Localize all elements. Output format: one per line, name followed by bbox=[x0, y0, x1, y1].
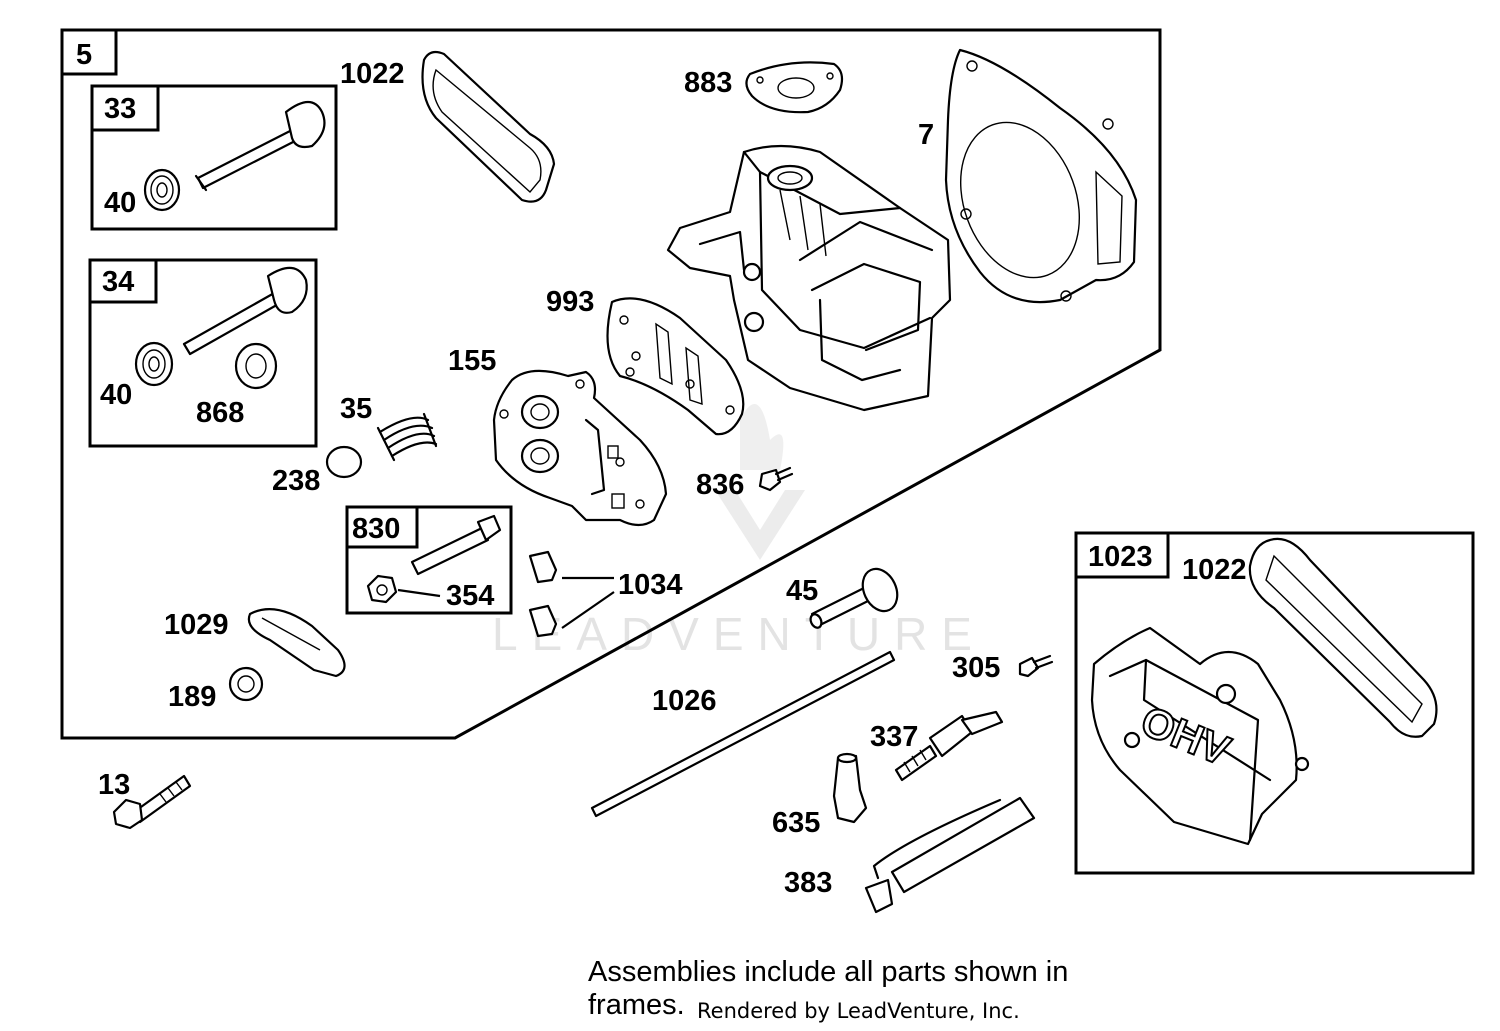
callout-883: 883 bbox=[684, 67, 732, 99]
callout-635: 635 bbox=[772, 807, 820, 839]
spark-plug bbox=[894, 710, 1004, 782]
render-credit: Rendered by LeadVenture, Inc. bbox=[697, 999, 1020, 1023]
callout-1026: 1026 bbox=[652, 685, 717, 717]
rocker-cover: OHV bbox=[1090, 626, 1310, 846]
rocker-nut bbox=[366, 574, 398, 604]
svg-text:830: 830 bbox=[352, 513, 400, 545]
callout-354: 354 bbox=[446, 580, 494, 612]
assembly-note-line2: frames. bbox=[588, 989, 685, 1021]
leadventure-watermark: LEADVENTURE bbox=[492, 404, 986, 660]
cylinder-head bbox=[666, 144, 952, 412]
frame-label-main: 5 bbox=[60, 28, 118, 76]
rocker-cover-gasket-2 bbox=[1248, 537, 1438, 738]
callout-40b: 40 bbox=[100, 379, 132, 411]
valve-seal bbox=[234, 342, 278, 390]
push-rod bbox=[590, 650, 896, 818]
callout-1022b: 1022 bbox=[1182, 554, 1247, 586]
screw-836 bbox=[758, 466, 794, 492]
rocker-stud-kit-frame: 830 354 bbox=[345, 505, 513, 615]
callout-238: 238 bbox=[272, 465, 320, 497]
breather-plate bbox=[492, 369, 668, 527]
main-assembly-frame bbox=[60, 28, 1162, 740]
intake-gasket bbox=[745, 61, 844, 114]
svg-text:34: 34 bbox=[102, 266, 134, 298]
callout-189: 189 bbox=[168, 681, 216, 713]
cylinder-head-gasket bbox=[944, 48, 1138, 304]
callout-868: 868 bbox=[196, 397, 244, 429]
rocker-nut-189 bbox=[228, 666, 264, 702]
svg-text:33: 33 bbox=[104, 93, 136, 125]
rocker-arm bbox=[247, 608, 346, 678]
head-bolt bbox=[112, 774, 192, 830]
svg-text:5: 5 bbox=[76, 39, 92, 71]
callout-383: 383 bbox=[784, 867, 832, 899]
exhaust-valve bbox=[194, 100, 326, 192]
assembly-note-line1: Assemblies include all parts shown in bbox=[588, 956, 1068, 988]
spark-plug-wrench bbox=[864, 796, 1036, 914]
callout-1034: 1034 bbox=[618, 569, 683, 601]
callout-35: 35 bbox=[340, 393, 372, 425]
valve-keeper bbox=[143, 168, 181, 212]
intake-valve-kit-frame: 34 40 868 bbox=[88, 258, 318, 448]
callout-1029: 1029 bbox=[164, 609, 229, 641]
watermark-text: LEADVENTURE bbox=[492, 608, 986, 660]
callout-155: 155 bbox=[448, 345, 496, 377]
callout-993: 993 bbox=[546, 286, 594, 318]
cup-plug bbox=[325, 445, 363, 479]
callout-40: 40 bbox=[104, 187, 136, 219]
intake-valve bbox=[182, 266, 308, 356]
spark-plug-boot bbox=[832, 752, 868, 824]
svg-text:1023: 1023 bbox=[1088, 541, 1153, 573]
exhaust-valve-kit-frame: 33 40 bbox=[90, 84, 338, 231]
valve-cover-kit-frame: 1023 1022 OHV bbox=[1074, 531, 1475, 875]
valve-tappet bbox=[809, 567, 899, 629]
callout-13: 13 bbox=[98, 769, 130, 801]
breather-gasket bbox=[606, 297, 745, 436]
callout-7: 7 bbox=[918, 119, 934, 151]
rocker-guide-clips bbox=[528, 550, 615, 638]
callout-305: 305 bbox=[952, 652, 1000, 684]
rocker-cover-gasket bbox=[421, 50, 556, 203]
valve-spring bbox=[376, 412, 438, 462]
callout-45: 45 bbox=[786, 575, 818, 607]
rocker-stud bbox=[410, 514, 502, 576]
screw-305 bbox=[1018, 654, 1054, 678]
callout-337: 337 bbox=[870, 721, 918, 753]
callout-836: 836 bbox=[696, 469, 744, 501]
valve-keeper-2 bbox=[134, 341, 174, 387]
callout-1022: 1022 bbox=[340, 58, 405, 90]
